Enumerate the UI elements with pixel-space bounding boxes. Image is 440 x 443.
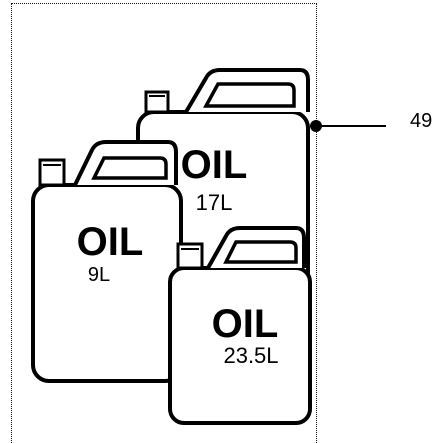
oil-canister-23-5l: OIL 23.5L <box>168 226 312 425</box>
callout-leader-line <box>316 125 386 127</box>
canister-handle-opening <box>223 240 298 264</box>
canister-title: OIL <box>212 302 279 346</box>
canister-cap <box>176 242 204 270</box>
dotted-boundary <box>11 3 317 443</box>
canister-title: OIL <box>181 143 248 187</box>
canister-volume: 17L <box>196 190 233 215</box>
callout-label: 49 <box>410 110 433 132</box>
oil-canister-9l: OIL 9L <box>31 140 183 383</box>
canister-handle-opening <box>91 156 168 180</box>
canister-volume: 23.5L <box>223 343 278 368</box>
canister-handle-opening <box>203 82 296 108</box>
canister-cap <box>38 158 66 187</box>
canister-title: OIL <box>77 220 144 264</box>
canister-volume: 9L <box>88 264 110 286</box>
